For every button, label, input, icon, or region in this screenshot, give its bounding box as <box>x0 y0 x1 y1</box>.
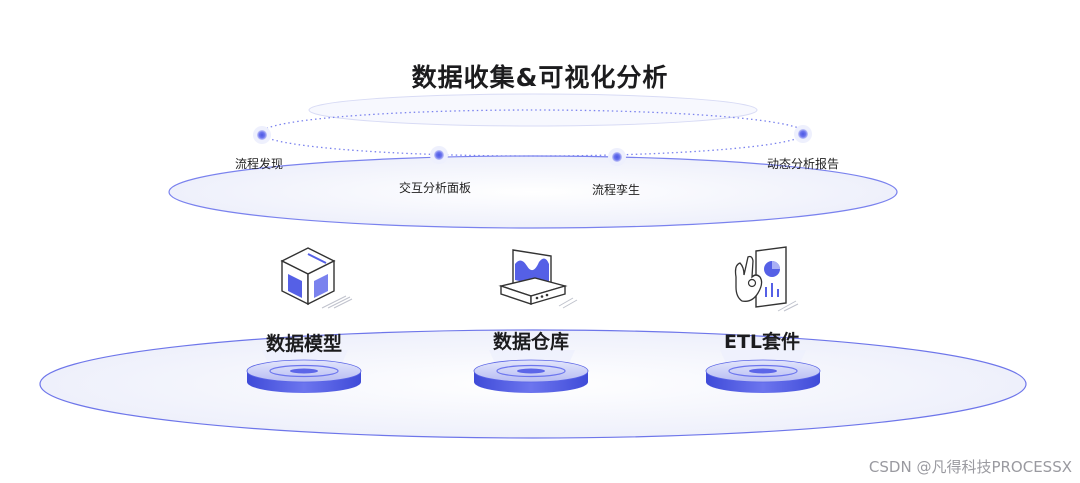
feature-label-process-discovery: 流程发现 <box>235 157 284 171</box>
feature-label-interactive-panel: 交互分析面板 <box>399 181 472 195</box>
feature-label-dynamic-report: 动态分析报告 <box>767 157 840 171</box>
pillar-label-data-warehouse: 数据仓库 <box>492 331 569 353</box>
watermark: CSDN @凡得科技PROCESSX <box>868 458 1072 476</box>
feature-label-process-twin: 流程孪生 <box>592 183 641 197</box>
disk-1 <box>246 359 362 393</box>
node-4 <box>794 125 812 143</box>
hand-report-icon <box>734 246 799 312</box>
disk-3 <box>705 359 821 393</box>
node-2 <box>430 146 448 164</box>
top-plate <box>308 93 758 127</box>
node-3 <box>608 148 626 166</box>
data-warehouse-icon <box>498 249 578 309</box>
diagram-title: 数据收集&可视化分析 <box>411 63 669 92</box>
cube-model-icon <box>280 247 353 309</box>
disk-2 <box>473 359 589 393</box>
pillar-label-data-model: 数据模型 <box>265 333 342 355</box>
node-1 <box>253 126 271 144</box>
pillar-label-etl-suite: ETL套件 <box>723 331 801 353</box>
